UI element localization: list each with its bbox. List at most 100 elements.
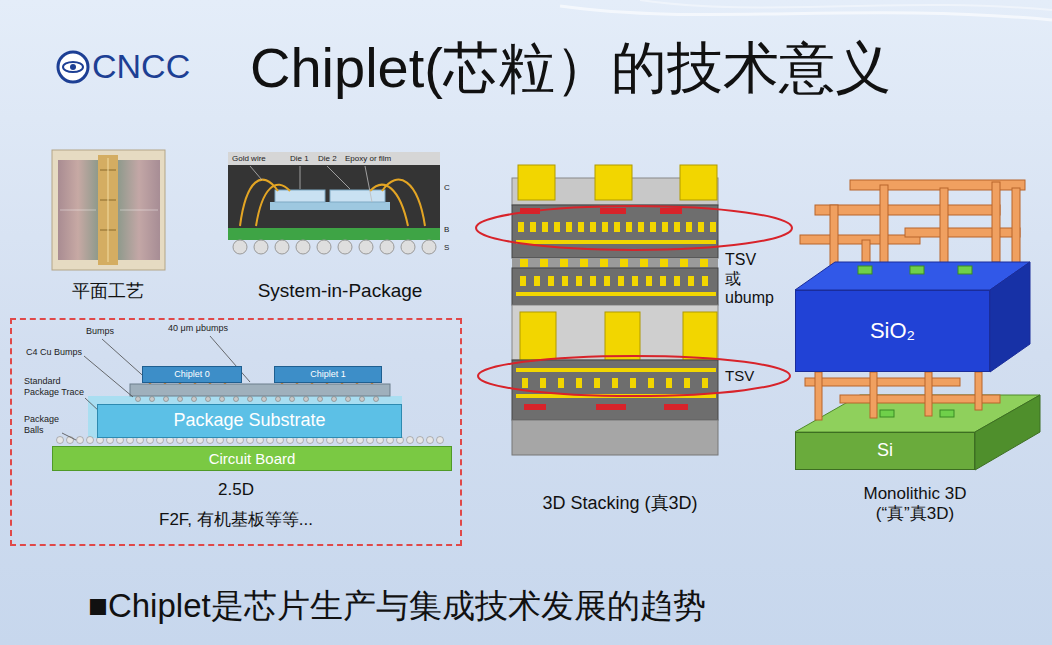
3d-stack-drawing-part [683,312,717,360]
3d-stack-drawing-part [512,258,718,268]
c4-bumps-part [360,397,365,402]
die-photo [52,150,165,270]
bullet-text: ■Chiplet是芯片生产与集成技术发展的趋势 [88,586,706,626]
via-row-part [638,222,644,232]
c4-bumps-part [178,397,183,402]
ubump-row [520,259,708,267]
part-name: Bumps [86,326,114,337]
ubump-row-part [680,259,688,267]
package-balls-part [417,437,424,444]
via-row-2-part [660,276,666,286]
via-row-3-part [522,378,528,388]
lower-transistors-part [940,410,954,417]
upper-wiring-part [862,240,870,263]
upper-wiring [800,180,1025,265]
3d-stack-drawing-part [512,420,718,455]
via-row-2-part [576,276,582,286]
layer-letter: B [444,225,449,235]
via-row-part [516,240,716,244]
c4-bumps-part [276,397,281,402]
c4-bumps-part [136,397,141,402]
upper-wiring-part [815,205,1000,215]
via-row-2-part [520,276,526,286]
lower-wiring-part [870,372,877,418]
layer-letter: C [444,183,450,193]
ubump-row-part [520,259,528,267]
lower-wiring [805,372,1000,420]
logo-text: CNCC [92,46,190,87]
upper-wiring-part [800,235,920,244]
transistor-blocks-part [858,266,872,274]
monolithic-3d-drawing-part [975,395,1040,470]
layer-box: Si [795,432,975,470]
ubump-row-part [700,259,708,267]
figure-caption: System-in-Package [258,280,423,303]
transistor-blocks [858,266,972,274]
package-balls-part [87,437,94,444]
package-balls-part [407,437,414,444]
sip-drawing-part [370,185,408,226]
via-row-part [530,222,536,232]
part-name: Die 2 [318,154,337,164]
via-row-2 [516,276,716,296]
cncc-emblem-part [63,62,83,72]
c4-bumps [136,397,379,402]
solder-balls-part [401,240,415,254]
ubump-row-part [600,259,608,267]
via-row-2-part [604,276,610,286]
interposer-drawing-part [88,396,402,438]
package-balls-part [57,437,64,444]
via-row-3-part [612,378,618,388]
background-swoosh [560,0,1052,20]
sip-drawing-part [330,190,385,202]
interposer-drawing-part [130,384,390,396]
via-row-part [590,222,596,232]
via-row-2-part [688,276,694,286]
3d-stack-drawing-part [605,312,640,360]
c4-bumps-part [318,397,323,402]
monolithic-3d-drawing [795,180,1040,470]
package-balls-part [427,437,434,444]
3d-stack-drawing-part [664,404,688,410]
3d-stack-drawing-part [476,206,792,250]
via-row-part [542,222,548,232]
die-photo-part [108,158,109,262]
c4-bumps-part [290,397,295,402]
transistor-blocks-part [958,266,972,274]
via-row-2-part [590,276,596,286]
layer-box: Chiplet 0 [142,366,242,383]
3d-stack-drawing-part [524,404,546,410]
via-row-part [602,222,608,232]
layer-box: Package Substrate [97,404,402,438]
lower-wiring-part [975,372,982,410]
via-row-2-part [674,276,680,286]
lower-transistors [880,410,954,417]
background-swoosh-part [560,6,1052,20]
node-text: Chiplet 1 [310,369,346,380]
die-photo-part [60,210,96,211]
via-row-2-part [646,276,652,286]
lower-wiring-part [815,372,822,420]
ubump-row-part [660,259,668,267]
via-row-3-part [666,378,672,388]
c4-bumps-part [374,397,379,402]
sip-drawing-part [270,202,390,210]
part-name: Die 1 [290,154,309,164]
upper-wiring-part [905,228,1020,237]
part-name: Standard Package Trace [24,376,86,398]
upper-wiring-part [992,182,1000,262]
3d-stack-drawing-part [660,208,682,214]
ubump-row-part [580,259,588,267]
die-photo-part [98,155,118,265]
via-row-2-part [562,276,568,286]
c4-bumps-part [150,397,155,402]
part-name: Epoxy or film [345,154,391,164]
via-row-3-part [702,378,708,388]
via-row [516,222,716,244]
node-text: Chiplet 0 [174,369,210,380]
via-row-part [566,222,572,232]
c4-bumps-part [346,397,351,402]
layer-box: Circuit Board [52,446,452,471]
die-photo-part [120,210,158,211]
sip-drawing-part [300,166,301,189]
